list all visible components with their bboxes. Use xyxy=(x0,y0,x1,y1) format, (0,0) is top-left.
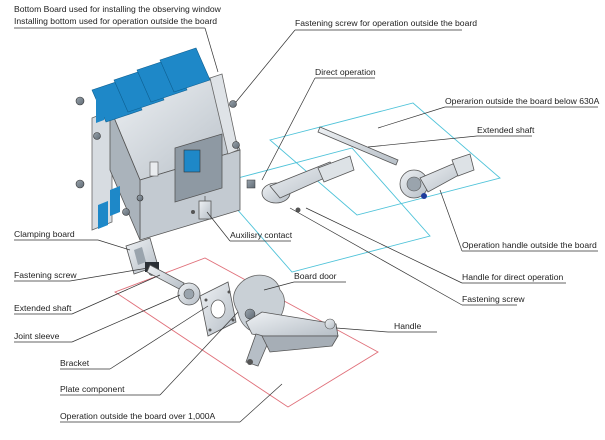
plate-component xyxy=(199,281,237,337)
handle-large xyxy=(245,311,339,367)
label-bracket: Bracket xyxy=(60,358,90,368)
label-plate-component: Plate component xyxy=(60,384,125,394)
auxiliary-contact xyxy=(191,196,212,220)
extended-shaft-top xyxy=(317,126,399,166)
callout-labels: Bottom Board used for installing the obs… xyxy=(14,4,600,421)
label-installing-bottom: Installing bottom used for operation out… xyxy=(14,16,217,26)
label-operation-handle-outside: Operation handle outside the board xyxy=(462,240,597,250)
label-operation-below-630a: Operarion outside the board below 630A xyxy=(445,96,600,106)
label-auxiliary-contact: Auxilisry contact xyxy=(230,230,293,240)
label-fastening-screw-mid: Fastening screw xyxy=(462,294,525,304)
label-handle: Handle xyxy=(394,321,421,331)
red-frame-1000a xyxy=(114,257,379,408)
label-extended-shaft-left: Extended shaft xyxy=(14,303,72,313)
cyan-frame-630a xyxy=(214,102,501,273)
label-clamping-board: Clamping board xyxy=(14,229,75,239)
label-fastening-screw-left: Fastening screw xyxy=(14,270,77,280)
busbars xyxy=(91,47,211,229)
label-handle-direct-operation: Handle for direct operation xyxy=(462,272,563,282)
leader-lines xyxy=(14,27,598,423)
direct-operation-handle xyxy=(246,155,355,213)
label-operation-over-1000a: Operation outside the board over 1,000A xyxy=(60,411,216,421)
operation-handle-outside xyxy=(399,153,475,199)
label-extended-shaft-top: Extended shaft xyxy=(477,125,535,135)
label-board-door: Board door xyxy=(294,271,337,281)
label-joint-sleeve: Joint sleeve xyxy=(14,331,60,341)
joint-sleeve xyxy=(177,282,201,306)
label-fastening-screw-outside: Fastening screw for operation outside th… xyxy=(295,18,477,28)
label-bottom-board-window: Bottom Board used for installing the obs… xyxy=(14,4,222,14)
label-direct-operation: Direct operation xyxy=(315,67,376,77)
